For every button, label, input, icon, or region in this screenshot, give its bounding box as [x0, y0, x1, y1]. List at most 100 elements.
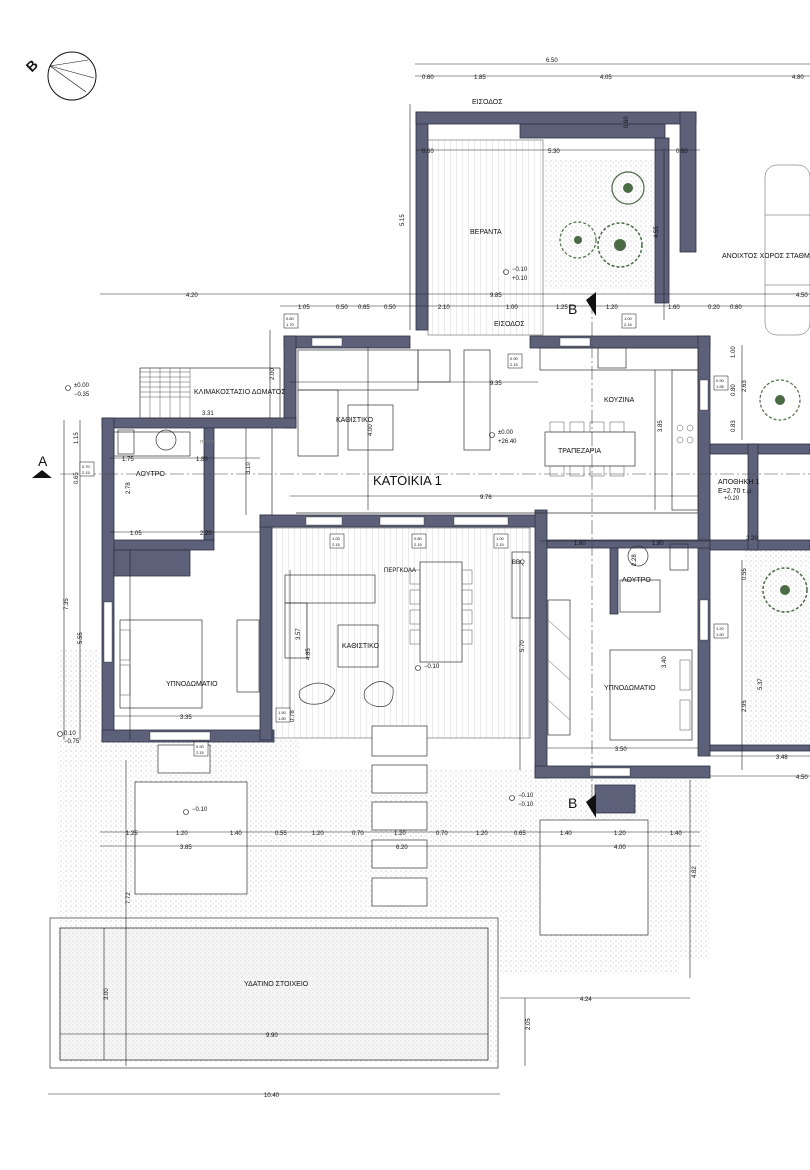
svg-text:1.75: 1.75	[122, 457, 134, 463]
pergola-furniture	[284, 551, 531, 707]
svg-text:2.95: 2.95	[742, 700, 748, 712]
wall-right-garden	[709, 744, 810, 752]
bed-left	[119, 619, 260, 709]
svg-text:2.20: 2.20	[200, 531, 212, 537]
svg-text:2.15: 2.15	[196, 750, 205, 755]
svg-text:+26.40: +26.40	[498, 439, 517, 445]
svg-text:0.80: 0.80	[286, 316, 295, 321]
svg-text:0.80: 0.80	[730, 305, 742, 311]
svg-text:6.20: 6.20	[396, 845, 408, 851]
svg-text:1.20: 1.20	[176, 831, 188, 837]
window-2	[559, 337, 591, 347]
svg-text:0.50: 0.50	[336, 305, 348, 311]
north-arrow	[47, 51, 97, 101]
svg-text:2.28: 2.28	[632, 554, 638, 566]
svg-text:1.00: 1.00	[332, 536, 341, 541]
svg-text:1.90: 1.90	[716, 632, 725, 637]
svg-text:5.30: 5.30	[548, 149, 560, 155]
window-8	[589, 767, 631, 777]
level-markers: ±0.00 −0.35 ±0.00 +26.40 −0.10 +0.10 −0.…	[57, 267, 740, 815]
room-bath-left: ΛΟΥΤΡΟ	[136, 471, 165, 478]
bath-left-fixtures	[113, 429, 191, 457]
svg-text:10.40: 10.40	[264, 1093, 280, 1099]
section-mark-b-bottom: B	[568, 795, 577, 811]
svg-text:0.10: 0.10	[64, 731, 76, 737]
window-7	[149, 731, 211, 741]
svg-text:0.55: 0.55	[275, 831, 287, 837]
terrace-slab-right	[539, 819, 649, 936]
section-arrow-b-top	[586, 292, 596, 316]
wall-veranda-mid	[654, 137, 670, 304]
veranda-gravel	[545, 160, 655, 290]
room-storage-area: E=2.70 τ.μ.	[718, 488, 753, 495]
svg-text:2.05: 2.05	[526, 1018, 532, 1030]
svg-text:0.90: 0.90	[510, 356, 519, 361]
svg-text:7.35: 7.35	[64, 598, 70, 610]
svg-text:5.70: 5.70	[520, 640, 526, 652]
svg-text:±0.00: ±0.00	[498, 430, 514, 436]
svg-text:3.85: 3.85	[658, 420, 664, 432]
pool-border	[49, 917, 499, 1069]
room-water-feature: ΥΔΑΤΙΝΟ ΣΤΟΙΧΕΙΟ	[244, 981, 309, 988]
stepping-stone-1	[371, 725, 428, 757]
wall-left-wing-top	[101, 417, 297, 429]
svg-text:1.00: 1.00	[496, 536, 505, 541]
svg-text:4.20: 4.20	[186, 293, 198, 299]
svg-text:3.48: 3.48	[776, 755, 788, 761]
svg-text:1.50: 1.50	[278, 710, 287, 715]
svg-text:1.80: 1.80	[278, 716, 287, 721]
svg-text:0.65: 0.65	[358, 305, 370, 311]
wall-bath-partition	[203, 427, 215, 541]
svg-text:3.50: 3.50	[615, 747, 627, 753]
wall-veranda-left	[415, 111, 429, 331]
svg-text:5.55: 5.55	[78, 632, 84, 644]
svg-text:−0.10: −0.10	[518, 802, 534, 808]
stepping-stone-4	[371, 839, 428, 869]
svg-text:1.85: 1.85	[474, 75, 486, 81]
svg-text:0.70: 0.70	[352, 831, 364, 837]
svg-text:4.24: 4.24	[580, 997, 592, 1003]
svg-text:5.37: 5.37	[758, 678, 764, 690]
room-laundry: ΠΛΥΝΤ.	[200, 439, 216, 444]
svg-text:4.85: 4.85	[306, 648, 312, 660]
svg-text:1.20: 1.20	[476, 831, 488, 837]
dimension-labels: 6.50 0.60 1.85 4.05 4.80 0.60 5.30 0.60 …	[64, 58, 808, 1099]
svg-text:2.10: 2.10	[438, 305, 450, 311]
svg-text:2.15: 2.15	[414, 542, 423, 547]
section-mark-b-top: B	[568, 301, 577, 317]
svg-text:1.25: 1.25	[126, 831, 138, 837]
svg-text:3.10: 3.10	[246, 462, 252, 474]
room-dining: ΤΡΑΠΕΖΑΡΙΑ	[558, 448, 601, 455]
window-1	[311, 337, 343, 347]
wall-storage-right	[747, 443, 759, 551]
svg-text:1.40: 1.40	[670, 831, 682, 837]
svg-text:1.20: 1.20	[394, 831, 406, 837]
room-pergola: ΠΕΡΓΚΟΛΑ	[384, 568, 416, 574]
svg-text:6.50: 6.50	[546, 58, 558, 64]
svg-text:3.85: 3.85	[180, 845, 192, 851]
svg-text:9.35: 9.35	[490, 381, 502, 387]
svg-text:1.20: 1.20	[606, 305, 618, 311]
svg-text:7.72: 7.72	[126, 892, 132, 904]
svg-text:5.15: 5.15	[400, 214, 406, 226]
wall-veranda-top	[415, 111, 697, 125]
svg-text:1.20: 1.20	[312, 831, 324, 837]
svg-text:0.60: 0.60	[624, 116, 630, 128]
svg-text:0.55: 0.55	[742, 568, 748, 580]
compass-label: B	[23, 56, 41, 74]
window-10	[699, 599, 709, 641]
wall-right-bath-partition	[609, 547, 619, 615]
svg-text:1.40: 1.40	[230, 831, 242, 837]
water-feature-pool	[59, 927, 489, 1061]
pergola-deck	[269, 527, 531, 739]
tree-veranda	[559, 171, 645, 268]
svg-text:2.15: 2.15	[510, 362, 519, 367]
svg-text:4.80: 4.80	[792, 75, 804, 81]
wall-bath-bottom-left	[113, 539, 215, 551]
window-tags: 0.80 1.70 1.00 2.15 0.90 2.15 0.90 1.95 …	[79, 313, 729, 757]
dimension-lines	[48, 63, 810, 1095]
wall-bed-top	[113, 549, 191, 577]
veranda-deck	[427, 139, 544, 336]
roof-stair	[139, 367, 281, 419]
bed-right	[547, 599, 693, 741]
